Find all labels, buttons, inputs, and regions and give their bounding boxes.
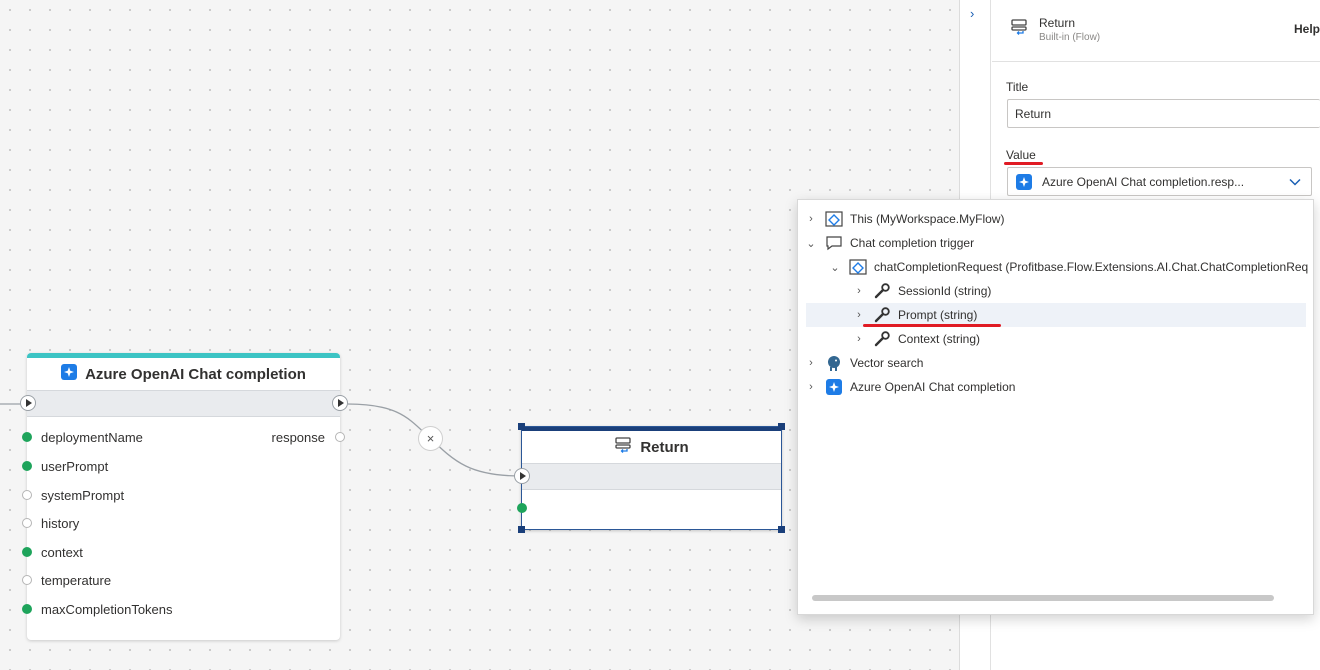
input-pin-userPrompt[interactable] <box>22 461 32 471</box>
help-link[interactable]: Help <box>1293 22 1320 36</box>
return-node-header: Return <box>522 431 781 464</box>
ai-sparkle-icon <box>1016 173 1032 190</box>
horizontal-scrollbar[interactable] <box>812 595 1274 601</box>
tree-item-label: Chat completion trigger <box>850 236 975 250</box>
tree-item-azure-openai[interactable]: › Azure OpenAI Chat completion <box>806 375 1306 399</box>
exec-in-port[interactable] <box>20 395 36 411</box>
param-history: history <box>41 516 80 531</box>
tree-item-context[interactable]: › Context (string) <box>854 327 1313 351</box>
chevron-down-icon <box>1288 175 1302 192</box>
tree-item-label: Azure OpenAI Chat completion <box>850 380 1016 394</box>
return-icon <box>614 436 632 459</box>
tree-item-prompt[interactable]: › Prompt (string) <box>806 303 1306 327</box>
wrench-icon <box>872 306 892 324</box>
return-icon <box>1010 18 1028 41</box>
collapse-panel-button[interactable]: › <box>970 6 975 21</box>
exec-out-port[interactable] <box>332 395 348 411</box>
resize-handle-bl[interactable] <box>518 526 525 533</box>
prompt-highlight <box>863 324 1001 327</box>
tree-item-vector-search[interactable]: › Vector search <box>806 351 1306 375</box>
return-node[interactable]: Return <box>514 423 785 533</box>
ai-sparkle-icon <box>61 363 78 385</box>
return-node-accent-bar <box>522 427 781 431</box>
value-picker-popup: › This (MyWorkspace.MyFlow) ⌄ Chat compl… <box>797 199 1314 615</box>
tree-item-label: Context (string) <box>898 332 981 346</box>
output-pin-response[interactable] <box>335 432 345 442</box>
tree-item-chat-trigger[interactable]: ⌄ Chat completion trigger <box>806 231 1306 255</box>
wrench-icon <box>872 330 892 348</box>
class-icon <box>824 210 844 228</box>
param-maxCompletionTokens: maxCompletionTokens <box>41 602 173 617</box>
chevron-right-icon[interactable]: › <box>857 285 861 297</box>
value-label: Value <box>1006 148 1036 162</box>
chevron-right-icon[interactable]: › <box>809 357 813 369</box>
tree-item-label: chatCompletionRequest (Profitbase.Flow.E… <box>874 260 1309 274</box>
resize-handle-br[interactable] <box>778 526 785 533</box>
tree-item-this[interactable]: › This (MyWorkspace.MyFlow) <box>806 207 1306 231</box>
chevron-right-icon[interactable]: › <box>809 213 813 225</box>
node-header: Azure OpenAI Chat completion <box>27 358 340 390</box>
exec-row <box>27 390 340 417</box>
node-title: Azure OpenAI Chat completion <box>85 365 306 383</box>
input-pin-temperature[interactable] <box>22 575 32 585</box>
tree-item-label: This (MyWorkspace.MyFlow) <box>850 212 1005 226</box>
title-label: Title <box>1006 80 1029 94</box>
resize-handle-tr[interactable] <box>778 423 785 430</box>
input-pin-systemPrompt[interactable] <box>22 490 32 500</box>
value-dropdown[interactable]: Azure OpenAI Chat completion.resp... <box>1007 167 1312 196</box>
param-deploymentName: deploymentName <box>41 430 143 445</box>
input-pin-maxCompletionTokens[interactable] <box>22 604 32 614</box>
return-node-title: Return <box>640 439 689 456</box>
tree-item-chat-completion-request[interactable]: ⌄ chatCompletionRequest (Profitbase.Flow… <box>830 255 1313 279</box>
param-systemPrompt: systemPrompt <box>41 488 125 503</box>
param-temperature: temperature <box>41 573 112 588</box>
resize-handle-tl[interactable] <box>518 423 525 430</box>
class-icon <box>848 258 868 276</box>
input-pin-history[interactable] <box>22 518 32 528</box>
input-pin-deploymentName[interactable] <box>22 432 32 442</box>
chevron-right-icon[interactable]: › <box>857 333 861 345</box>
tree-item-label: SessionId (string) <box>898 284 992 298</box>
chevron-right-icon[interactable]: › <box>809 381 813 393</box>
panel-header: Return Built-in (Flow) Help <box>992 0 1320 62</box>
tree-item-sessionid[interactable]: › SessionId (string) <box>854 279 1313 303</box>
tree-item-label: Prompt (string) <box>898 308 978 322</box>
chat-bubble-icon <box>824 234 844 252</box>
output-label-response: response <box>271 430 325 445</box>
chevron-down-icon[interactable]: ⌄ <box>830 261 840 274</box>
wrench-icon <box>872 282 892 300</box>
return-value-pin[interactable] <box>517 503 527 513</box>
return-exec-row <box>522 463 781 490</box>
input-pin-context[interactable] <box>22 547 32 557</box>
panel-subtitle: Built-in (Flow) <box>1039 32 1101 43</box>
return-exec-in-port[interactable] <box>514 468 530 484</box>
ai-sparkle-icon <box>824 378 844 396</box>
tree-item-label: Vector search <box>850 356 924 370</box>
title-input[interactable]: Return <box>1007 99 1320 128</box>
remove-connection-button[interactable]: × <box>418 426 443 451</box>
value-label-highlight <box>1004 162 1043 165</box>
value-dropdown-text: Azure OpenAI Chat completion.resp... <box>1042 174 1245 189</box>
chevron-right-icon[interactable]: › <box>857 309 861 321</box>
param-context: context <box>41 545 83 560</box>
panel-title: Return <box>1039 16 1076 30</box>
azure-openai-chat-completion-node[interactable]: Azure OpenAI Chat completion deploymentN… <box>20 353 348 640</box>
chevron-down-icon[interactable]: ⌄ <box>806 237 816 250</box>
node-accent-bar <box>27 353 340 358</box>
param-userPrompt: userPrompt <box>41 459 109 474</box>
postgres-elephant-icon <box>824 354 844 372</box>
